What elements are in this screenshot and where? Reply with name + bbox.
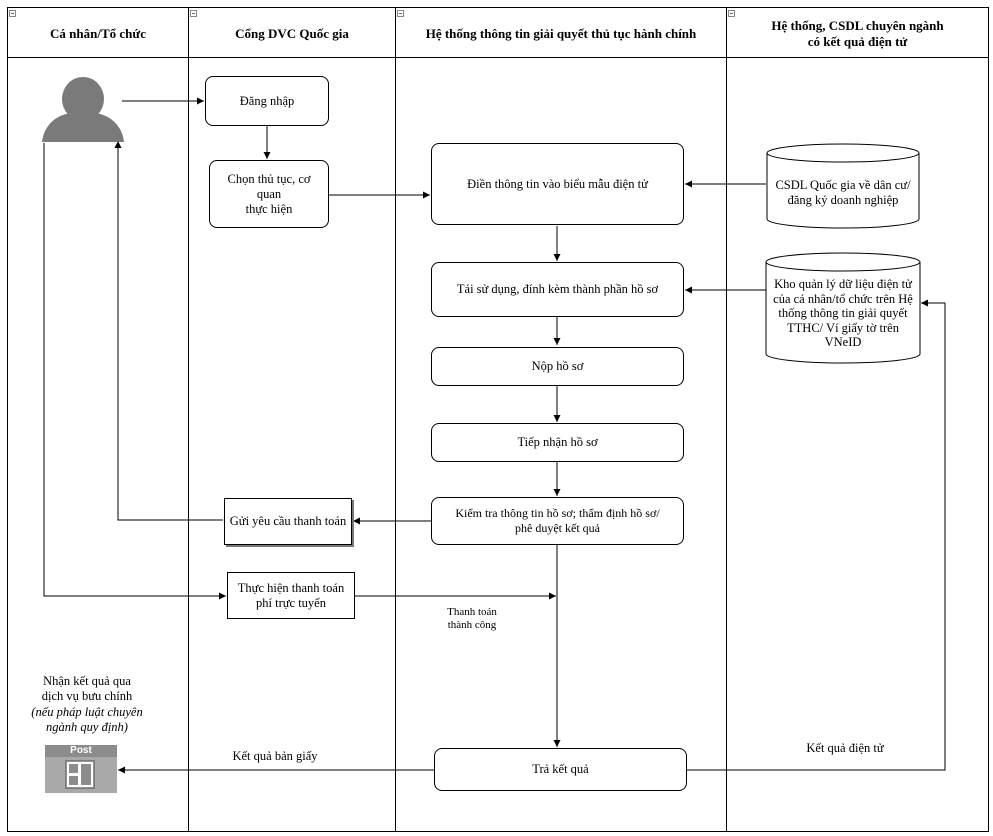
lane-title-specialized-system: Hệ thống, CSDL chuyên ngành có kết quả đ… bbox=[771, 18, 944, 49]
user-icon bbox=[42, 77, 124, 142]
node-receive: Tiếp nhận hồ sơ bbox=[431, 423, 684, 462]
label-postal-note: (nếu pháp luật chuyên ngành quy định) bbox=[31, 705, 143, 734]
label-electronic-result: Kết quả điện tử bbox=[806, 741, 884, 755]
node-login: Đăng nhập bbox=[205, 76, 329, 126]
lane-collapse-icon-2[interactable] bbox=[190, 10, 197, 17]
store-cylinder bbox=[765, 252, 921, 364]
label-postal-receive: Nhận kết quả qua dịch vụ bưu chính bbox=[41, 674, 133, 703]
csdl-cylinder bbox=[766, 143, 920, 229]
db-national-csdl: CSDL Quốc gia về dân cư/ đăng ký doanh n… bbox=[775, 178, 911, 207]
node-make-payment: Thực hiện thanh toán phí trực tuyến bbox=[227, 572, 355, 619]
node-choose-procedure: Chọn thủ tục, cơ quan thực hiện bbox=[209, 160, 329, 228]
arrow-request-to-user bbox=[114, 141, 223, 521]
lane-collapse-icon-4[interactable] bbox=[728, 10, 735, 17]
post-icon-label: Post bbox=[70, 745, 92, 756]
arrow-user-to-pay bbox=[43, 143, 226, 600]
label-paper-result: Kết quả bản giấy bbox=[232, 749, 318, 763]
node-payment-request: Gửi yêu cầu thanh toán bbox=[224, 498, 352, 545]
node-fill-form: Điền thông tin vào biểu mẫu điện tử bbox=[431, 143, 684, 225]
lane-title-individual: Cá nhân/Tổ chức bbox=[50, 26, 146, 41]
node-submit: Nộp hồ sơ bbox=[431, 347, 684, 386]
lane-title-portal: Cổng DVC Quốc gia bbox=[235, 26, 349, 41]
lane-title-tthc-system: Hệ thống thông tin giải quyết thủ tục hà… bbox=[425, 26, 697, 41]
post-icon bbox=[45, 745, 117, 793]
node-reuse-attach: Tái sử dụng, đính kèm thành phần hồ sơ bbox=[431, 262, 684, 317]
lane-collapse-icon-3[interactable] bbox=[397, 10, 404, 17]
lane-collapse-icon-1[interactable] bbox=[9, 10, 16, 17]
label-payment-success: Thanh toán thành công bbox=[447, 606, 497, 631]
lane-frame bbox=[7, 7, 989, 832]
arrow-return-to-store bbox=[687, 299, 946, 771]
db-data-store: Kho quản lý dữ liệu điện tử của cá nhân/… bbox=[773, 277, 913, 349]
node-check-approve: Kiểm tra thông tin hồ sơ; thẩm định hồ s… bbox=[431, 497, 684, 545]
node-return-result: Trả kết quả bbox=[434, 748, 687, 791]
